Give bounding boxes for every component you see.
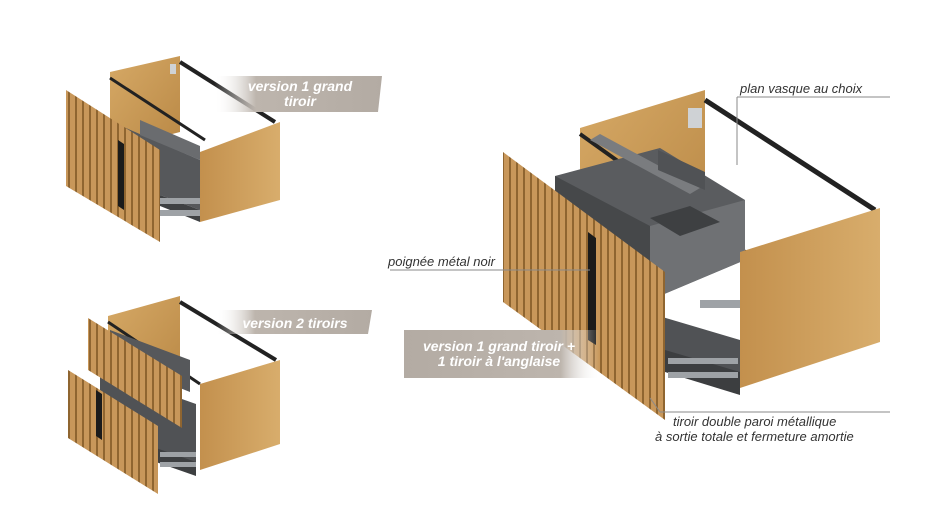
cabinet-one-drawer bbox=[66, 56, 280, 242]
banner-one-drawer-line1: version 1 grand bbox=[247, 78, 353, 94]
banner-one-drawer-line2: tiroir bbox=[284, 93, 316, 109]
banner-top-left-shape bbox=[214, 76, 382, 112]
label-tiroir-desc: tiroir double paroi métallique à sortie … bbox=[655, 414, 854, 444]
banner-main-version: version 1 grand tiroir + 1 tiroir à l'an… bbox=[404, 332, 594, 376]
label-poignee: poignée métal noir bbox=[388, 254, 495, 269]
banner-mid-left-shape bbox=[216, 310, 372, 334]
label-tiroir-desc-line1: tiroir double paroi métallique bbox=[673, 414, 837, 429]
banner-main-line1: version 1 grand tiroir + bbox=[422, 338, 576, 354]
banner-main-shape bbox=[404, 330, 600, 378]
banner-two-drawers-line1: version 2 tiroirs bbox=[242, 314, 348, 331]
cabinet-main bbox=[503, 90, 880, 420]
banner-two-drawers: version 2 tiroirs bbox=[222, 312, 368, 334]
label-plan-vasque: plan vasque au choix bbox=[740, 81, 863, 96]
label-tiroir-desc-line2: à sortie totale et fermeture amortie bbox=[655, 429, 854, 444]
banner-one-drawer: version 1 grand tiroir bbox=[222, 78, 378, 110]
callout-lines bbox=[390, 96, 890, 413]
banner-main-line2: 1 tiroir à l'anglaise bbox=[437, 353, 561, 369]
cabinet-two-drawers bbox=[68, 296, 280, 494]
